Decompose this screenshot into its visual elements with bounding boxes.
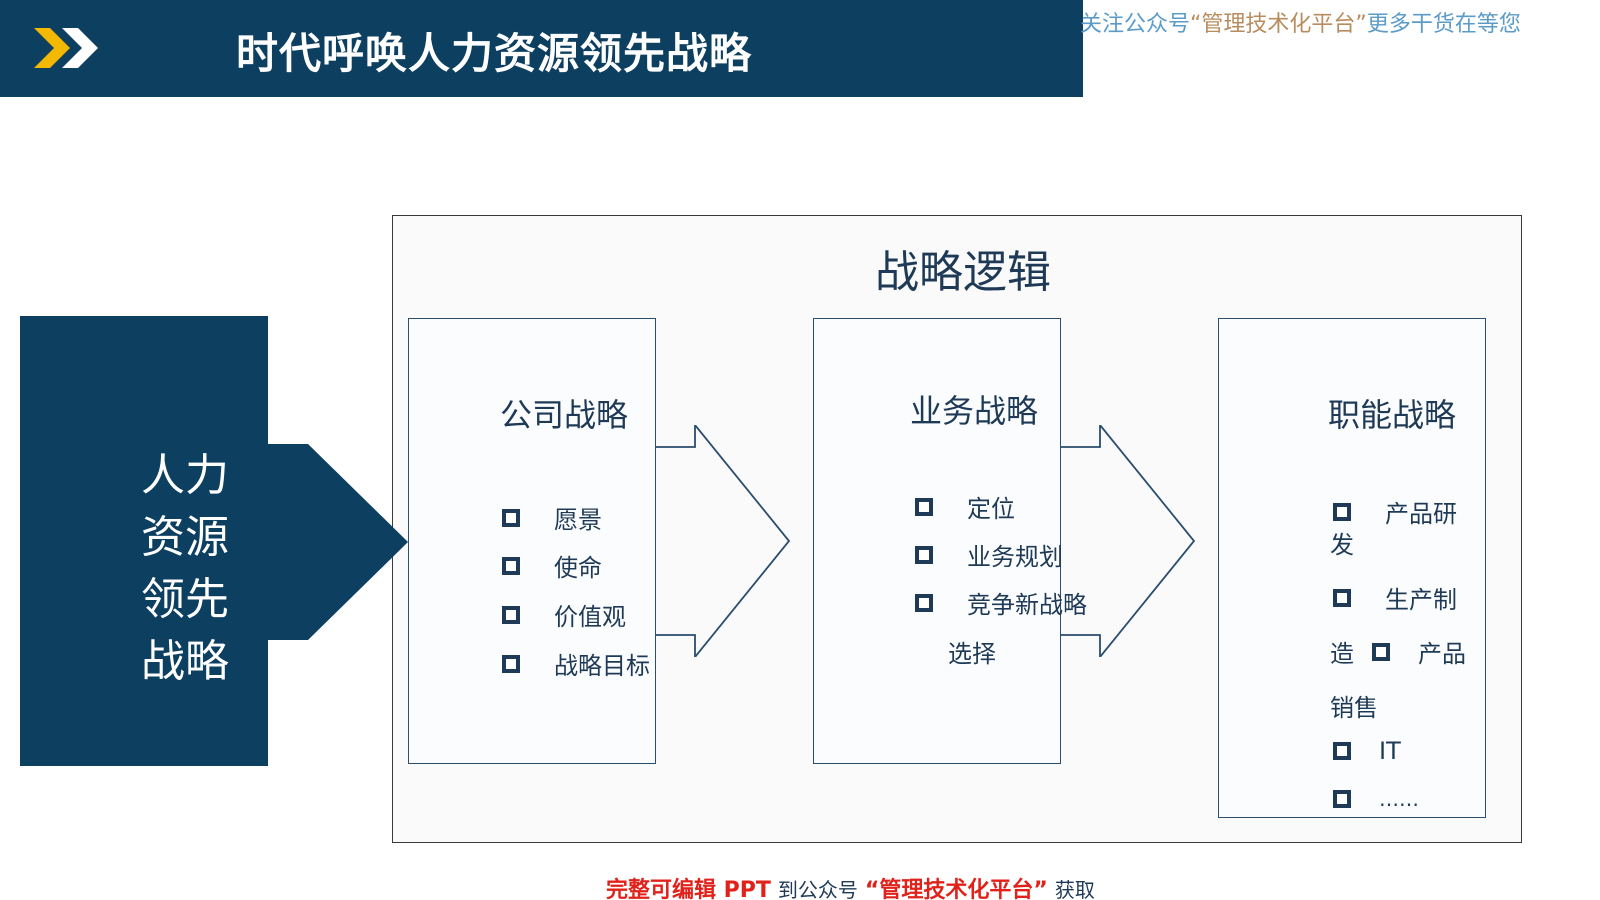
promo-top-part1: 关注公众号 xyxy=(1080,12,1191,37)
promo-bottom-part2: 到公众号 xyxy=(777,878,858,900)
double-chevron-icon xyxy=(34,28,98,68)
bullet-item: 愿景 xyxy=(502,500,602,535)
bullet-item: 战略目标 xyxy=(502,646,650,681)
promo-bottom-part3: “管理技术化平台” xyxy=(864,878,1048,900)
hr-leading-strategy-text: 人力 资源 领先 战略 xyxy=(130,445,240,693)
bullet-item: …… xyxy=(1333,787,1419,811)
bullet-wrap-text: 发 xyxy=(1330,531,1354,559)
square-bullet-icon xyxy=(502,605,520,624)
stage-title-business-strategy: 业务战略 xyxy=(910,392,1039,430)
bullet-wrap-text: 造 xyxy=(1330,640,1354,668)
stage-title-functional-strategy: 职能战略 xyxy=(1328,396,1457,434)
square-bullet-icon xyxy=(502,556,520,575)
square-bullet-icon xyxy=(1333,502,1351,521)
stage-connector-arrow xyxy=(1060,425,1196,657)
promo-bottom: 完整可编辑 PPT 到公众号 “管理技术化平台” 获取 xyxy=(606,872,1095,900)
square-bullet-icon xyxy=(502,654,520,673)
stage-box-company-strategy xyxy=(408,318,656,764)
bullet-item: 造 产品 xyxy=(1330,634,1466,669)
promo-top-part2: “管理技术化平台” xyxy=(1190,12,1367,37)
stage-title-company-strategy: 公司战略 xyxy=(500,396,629,434)
square-bullet-icon xyxy=(915,497,933,516)
square-bullet-icon xyxy=(502,508,520,527)
strategy-logic-title: 战略逻辑 xyxy=(875,247,1051,298)
bullet-item: 定位 xyxy=(915,489,1015,524)
bullet-wrap-text: 销售 xyxy=(1330,694,1378,722)
square-bullet-icon xyxy=(1372,642,1390,661)
bullet-continuation: 选择 xyxy=(948,640,996,668)
stage-box-functional-strategy xyxy=(1218,318,1486,818)
hr-text-line: 人力 xyxy=(141,450,229,501)
promo-bottom-part1: 完整可编辑 PPT xyxy=(606,878,771,900)
bullet-item: 价值观 xyxy=(502,597,626,632)
bullet-item: 使命 xyxy=(502,548,602,583)
promo-top-part3: 更多干货在等您 xyxy=(1366,12,1521,37)
page-title: 时代呼唤人力资源领先战略 xyxy=(236,29,753,78)
hr-text-line: 领先 xyxy=(141,574,229,625)
hr-text-line: 资源 xyxy=(141,512,229,563)
bullet-item: 业务规划 xyxy=(915,537,1063,572)
hr-text-line: 战略 xyxy=(141,636,229,687)
stage-connector-arrow xyxy=(655,425,791,657)
promo-bottom-part4: 获取 xyxy=(1054,878,1095,900)
square-bullet-icon xyxy=(1333,742,1351,760)
promo-top: 关注公众号“管理技术化平台”更多干货在等您 xyxy=(1080,6,1521,38)
bullet-item: 竞争新战略 xyxy=(915,585,1087,620)
bullet-item: IT xyxy=(1333,737,1401,765)
stage-box-business-strategy xyxy=(813,318,1061,764)
square-bullet-icon xyxy=(1333,790,1351,808)
bullet-item: 产品研 xyxy=(1333,494,1457,529)
square-bullet-icon xyxy=(915,545,933,564)
square-bullet-icon xyxy=(1333,588,1351,607)
hr-leading-strategy-arrow xyxy=(20,316,408,766)
title-bar: 时代呼唤人力资源领先战略 xyxy=(0,0,1083,97)
square-bullet-icon xyxy=(915,593,933,612)
bullet-item: 生产制 xyxy=(1333,580,1457,615)
